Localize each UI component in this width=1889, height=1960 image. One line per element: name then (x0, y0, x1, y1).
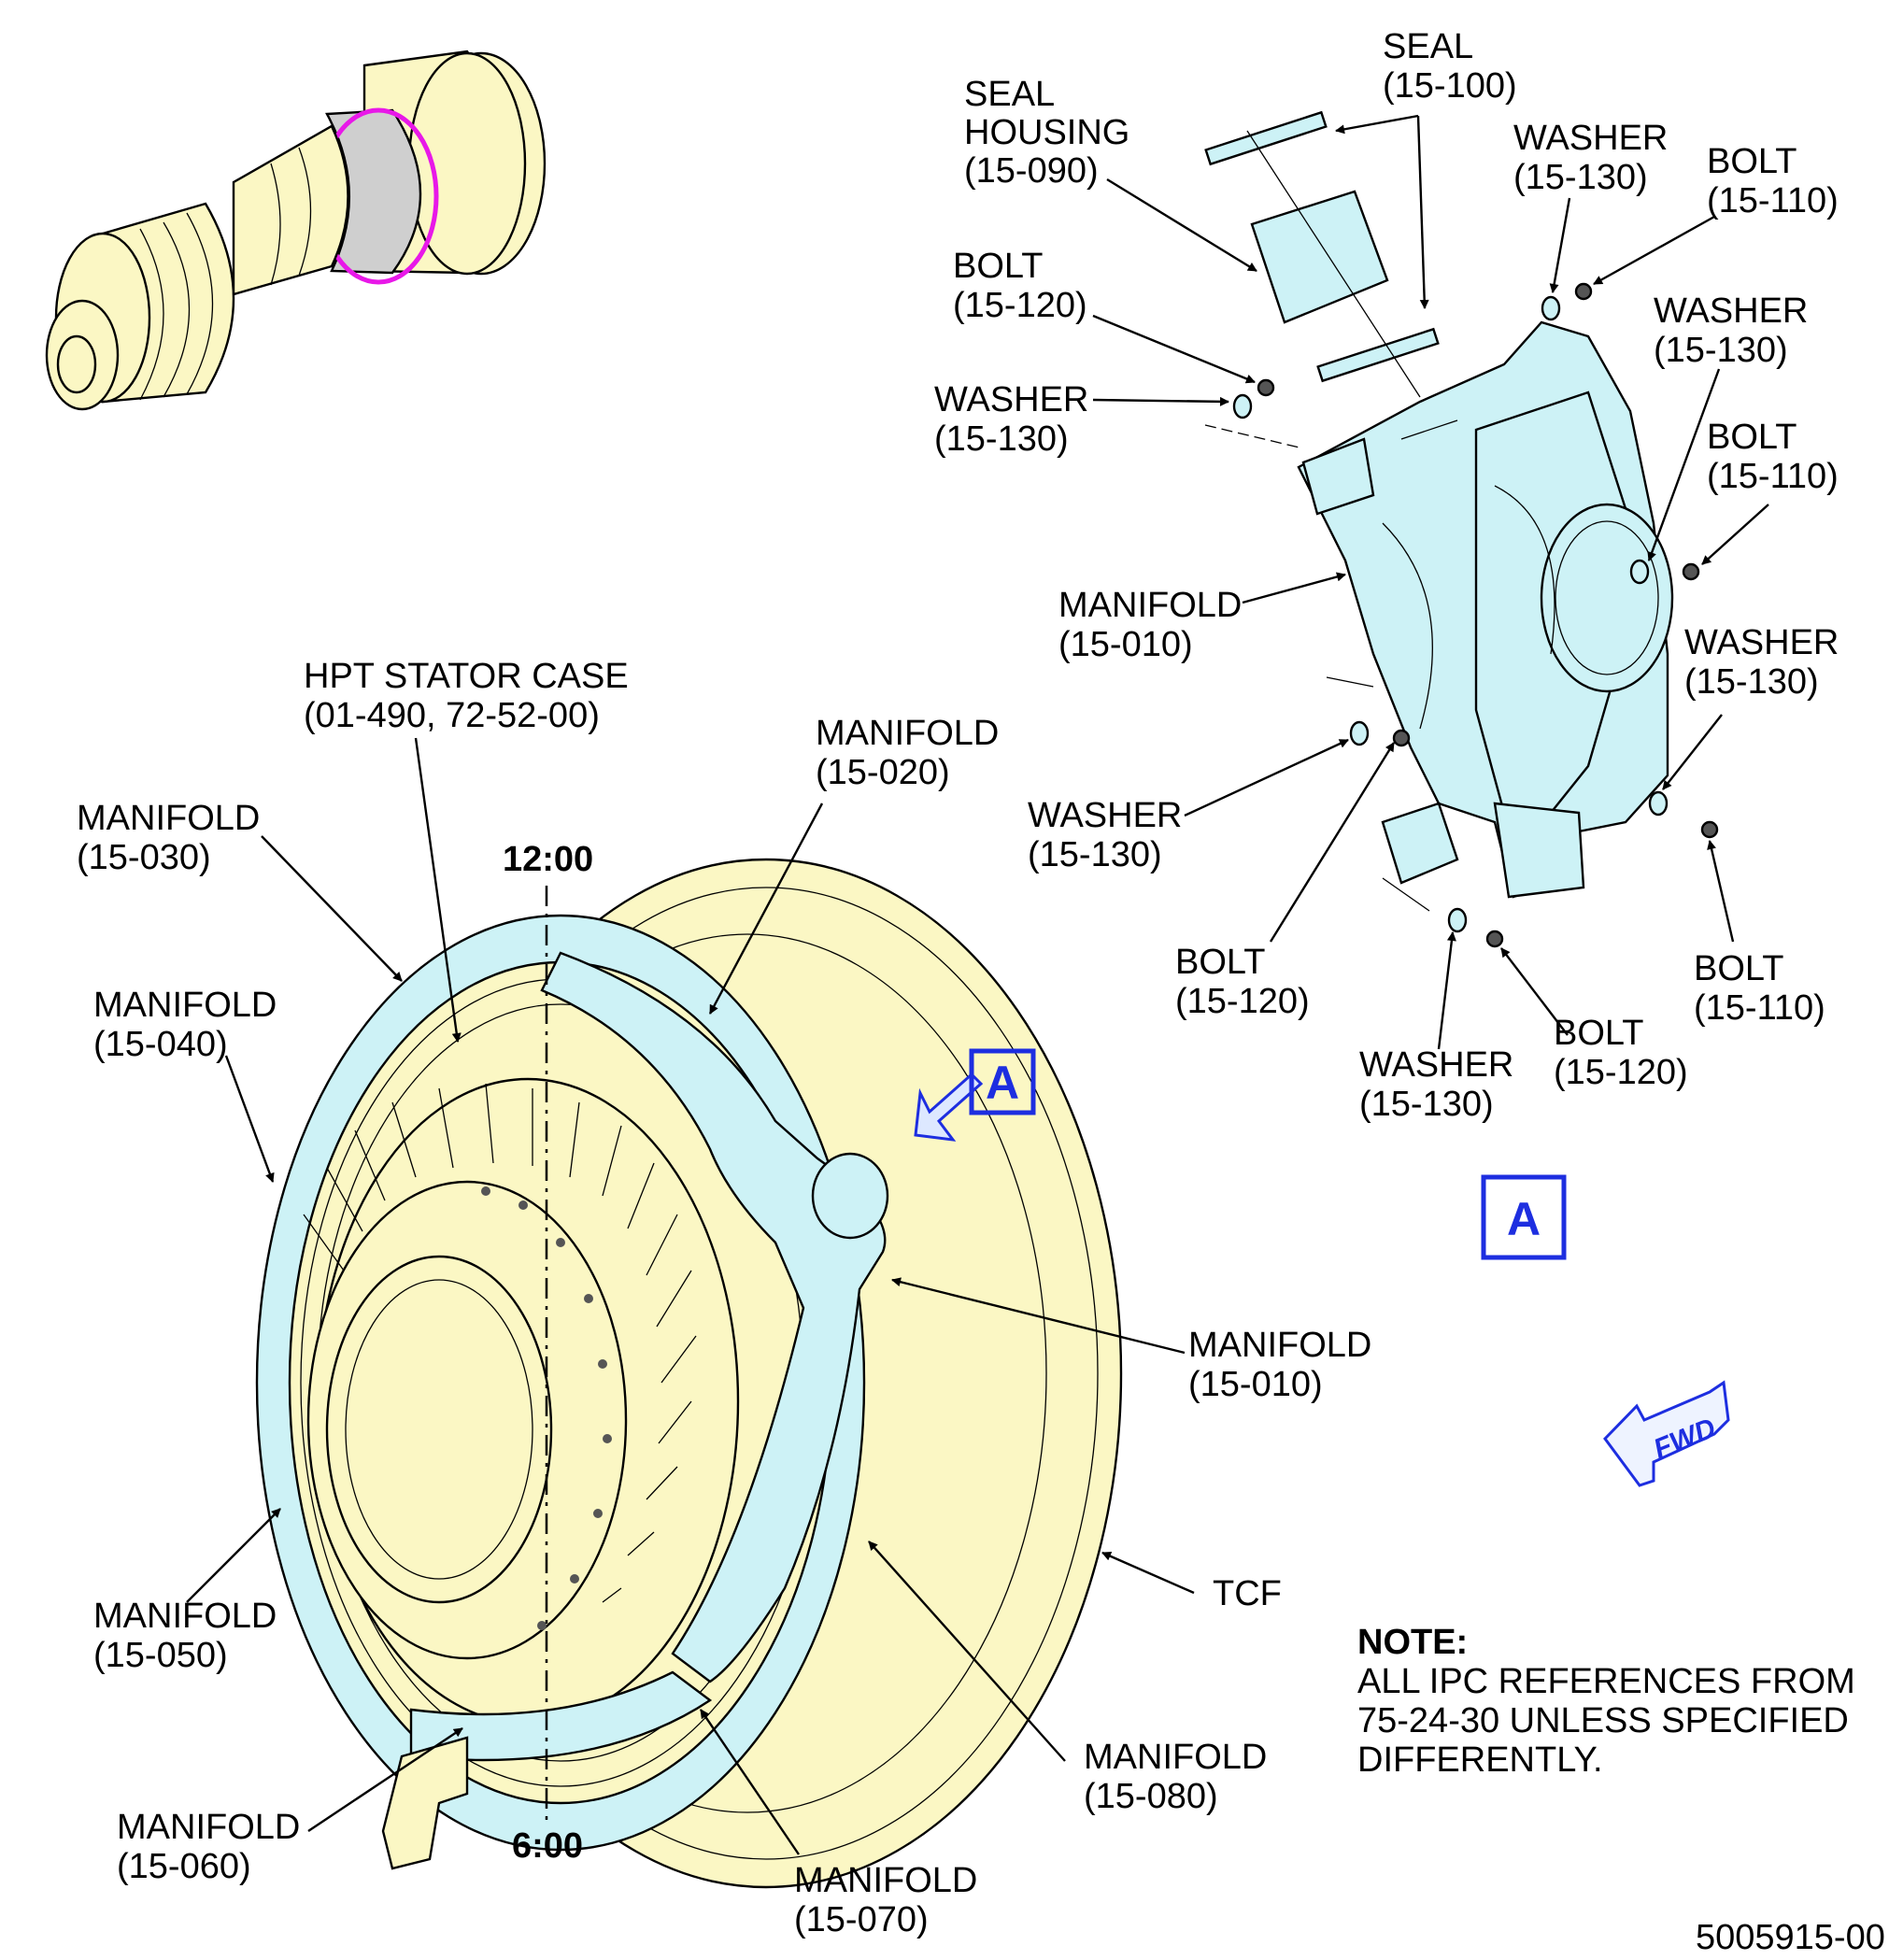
leader-lines (186, 114, 1769, 1855)
bolt-120-upper-label: BOLT (953, 247, 1043, 286)
manifold-060-ref: (15-060) (117, 1847, 251, 1886)
clock-12-label: 12:00 (503, 840, 593, 879)
manifold-040-ref: (15-040) (93, 1025, 228, 1064)
note-block: NOTE: ALL IPC REFERENCES FROM 75-24-30 U… (1357, 1623, 1855, 1780)
clock-6-label: 6:00 (512, 1826, 583, 1866)
view-a-title-letter: A (1507, 1193, 1541, 1245)
washer-top-ref: (15-130) (1513, 158, 1648, 197)
hpt-stator-case-ref: (01-490, 72-52-00) (304, 696, 600, 735)
bolt-top-ref: (15-110) (1707, 181, 1839, 220)
view-a-callout-letter: A (986, 1057, 1019, 1109)
note-line-1: ALL IPC REFERENCES FROM (1357, 1662, 1855, 1701)
note-line-3: DIFFERENTLY. (1357, 1740, 1603, 1780)
bolt-120-mid-ref: (15-120) (1175, 982, 1310, 1021)
bolt-120-bottom-label: BOLT (1554, 1014, 1643, 1053)
bolt-120-upper-ref: (15-120) (953, 286, 1087, 325)
view-a-title-box (1481, 1174, 1567, 1260)
seal-lower (1316, 327, 1440, 383)
bolt-right-upper-ref: (15-110) (1707, 457, 1839, 496)
manifold-060-label: MANIFOLD (117, 1808, 300, 1847)
washer-right-upper-label: WASHER (1654, 291, 1808, 331)
washer-right-upper-ref: (15-130) (1654, 331, 1788, 370)
main-combustor-assembly (255, 858, 1123, 1889)
view-a-callout-box (969, 1048, 1036, 1115)
manifold-080-ref: (15-080) (1084, 1777, 1218, 1816)
washer-upper-left-label: WASHER (934, 380, 1088, 419)
manifold-040-label: MANIFOLD (93, 986, 277, 1025)
bolt-110-lower-label: BOLT (1694, 949, 1783, 988)
manifold-flange-opening (1540, 503, 1674, 693)
bolt-120-bottom-ref: (15-120) (1554, 1053, 1688, 1092)
bolt-right-upper-label: BOLT (1707, 418, 1797, 457)
manifold-020-label: MANIFOLD (816, 714, 999, 753)
seal-housing-label-2: HOUSING (964, 113, 1129, 152)
manifold-050-label: MANIFOLD (93, 1597, 277, 1636)
manifold-030-label: MANIFOLD (77, 799, 260, 838)
washer-mid-left-label: WASHER (1028, 796, 1182, 835)
washer-bottom-label: WASHER (1359, 1045, 1513, 1085)
fastener-set (1232, 282, 1719, 948)
bolt-top-label: BOLT (1707, 142, 1797, 181)
figure-number: 5005915-00 (1696, 1918, 1885, 1957)
manifold-010-detail-ref: (15-010) (1058, 625, 1193, 664)
note-line-2: 75-24-30 UNLESS SPECIFIED (1357, 1701, 1849, 1740)
seal-ref: (15-100) (1383, 66, 1517, 106)
hpt-stator-case-label: HPT STATOR CASE (304, 657, 629, 696)
note-title: NOTE: (1357, 1623, 1468, 1662)
fwd-arrow-icon: FWD (1603, 1380, 1730, 1487)
manifold-020-ref: (15-020) (816, 753, 950, 792)
seal-housing-ref: (15-090) (964, 151, 1099, 191)
manifold-15-010-pipe (540, 951, 887, 1683)
washer-top-label: WASHER (1513, 119, 1668, 158)
manifold-080-label: MANIFOLD (1084, 1738, 1267, 1777)
callout-labels: SEAL (15-100) SEAL HOUSING (15-090) WASH… (77, 27, 1839, 1939)
manifold-010-main-label: MANIFOLD (1188, 1326, 1371, 1365)
seal-label: SEAL (1383, 27, 1473, 66)
manifold-010-detail-label: MANIFOLD (1058, 586, 1242, 625)
bolt-120-mid-label: BOLT (1175, 943, 1265, 982)
bolt-110-lower-ref: (15-110) (1694, 988, 1825, 1028)
washer-bottom-ref: (15-130) (1359, 1085, 1494, 1124)
seal-housing (1250, 190, 1389, 324)
manifold-070-label: MANIFOLD (794, 1861, 977, 1900)
washer-upper-left-ref: (15-130) (934, 419, 1069, 459)
seal-upper (1204, 110, 1328, 166)
engine-locator-thumbnail (45, 50, 547, 411)
tcf-label: TCF (1213, 1574, 1282, 1613)
washer-right-lower-ref: (15-130) (1684, 662, 1819, 702)
detail-a-exploded-view (1204, 110, 1719, 948)
manifold-010-main-ref: (15-010) (1188, 1365, 1323, 1404)
manifold-050-ref: (15-050) (93, 1636, 228, 1675)
manifold-030-ref: (15-030) (77, 838, 211, 877)
washer-mid-left-ref: (15-130) (1028, 835, 1162, 874)
seal-housing-label-1: SEAL (964, 75, 1055, 114)
manifold-070-ref: (15-070) (794, 1900, 929, 1939)
washer-right-lower-label: WASHER (1684, 623, 1839, 662)
view-a-arrow (914, 1072, 984, 1142)
